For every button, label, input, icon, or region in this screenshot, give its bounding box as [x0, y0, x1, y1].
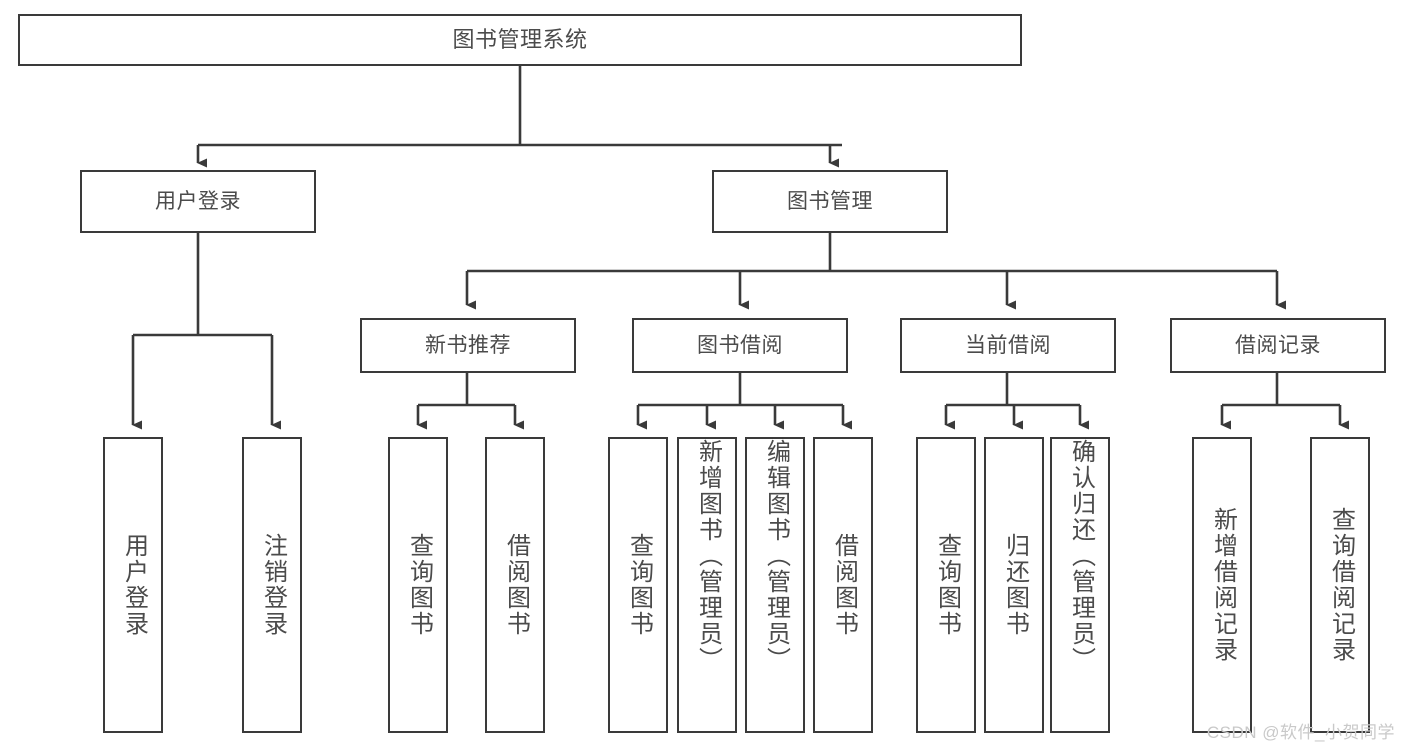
leaf-label: 归还图书	[1001, 533, 1029, 637]
leaf-current-confirm-return-admin[interactable]: 确认归还（管理员）	[1050, 437, 1110, 733]
leaf-label: 新增图书（管理员）	[694, 439, 722, 673]
node-label: 图书借阅	[697, 334, 783, 357]
leaf-label: 用户登录	[120, 533, 148, 637]
leaf-current-return-book[interactable]: 归还图书	[984, 437, 1044, 733]
node-book-management[interactable]: 图书管理	[712, 170, 948, 233]
leaf-user-login-login[interactable]: 用户登录	[103, 437, 163, 733]
leaf-borrow-edit-book-admin[interactable]: 编辑图书（管理员）	[745, 437, 805, 733]
leaf-label: 查询图书	[625, 533, 653, 637]
leaf-label: 注销登录	[259, 533, 287, 637]
node-label: 用户登录	[155, 190, 241, 213]
leaf-label: 借阅图书	[502, 533, 530, 637]
watermark-text: CSDN @软件_小贺同学	[1206, 723, 1395, 742]
node-root-system[interactable]: 图书管理系统	[18, 14, 1022, 66]
leaf-label: 查询图书	[405, 533, 433, 637]
leaf-borrow-query-book[interactable]: 查询图书	[608, 437, 668, 733]
node-user-login[interactable]: 用户登录	[80, 170, 316, 233]
leaf-record-query-record[interactable]: 查询借阅记录	[1310, 437, 1370, 733]
leaf-recommend-query-book[interactable]: 查询图书	[388, 437, 448, 733]
node-label: 图书管理	[787, 190, 873, 213]
node-new-book-recommend[interactable]: 新书推荐	[360, 318, 576, 373]
leaf-label: 查询借阅记录	[1327, 507, 1355, 663]
node-label: 借阅记录	[1235, 334, 1321, 357]
leaf-borrow-borrow-book[interactable]: 借阅图书	[813, 437, 873, 733]
node-label: 图书管理系统	[452, 27, 588, 52]
leaf-user-login-logout[interactable]: 注销登录	[242, 437, 302, 733]
leaf-label: 借阅图书	[830, 533, 858, 637]
node-book-borrow[interactable]: 图书借阅	[632, 318, 848, 373]
leaf-label: 确认归还（管理员）	[1067, 439, 1095, 673]
node-label: 当前借阅	[965, 334, 1051, 357]
leaf-record-add-record[interactable]: 新增借阅记录	[1192, 437, 1252, 733]
leaf-borrow-add-book-admin[interactable]: 新增图书（管理员）	[677, 437, 737, 733]
node-label: 新书推荐	[425, 334, 511, 357]
leaf-label: 查询图书	[933, 533, 961, 637]
node-current-borrow[interactable]: 当前借阅	[900, 318, 1116, 373]
node-borrow-record[interactable]: 借阅记录	[1170, 318, 1386, 373]
leaf-recommend-borrow-book[interactable]: 借阅图书	[485, 437, 545, 733]
leaf-current-query-book[interactable]: 查询图书	[916, 437, 976, 733]
leaf-label: 新增借阅记录	[1209, 507, 1237, 663]
leaf-label: 编辑图书（管理员）	[762, 439, 790, 673]
